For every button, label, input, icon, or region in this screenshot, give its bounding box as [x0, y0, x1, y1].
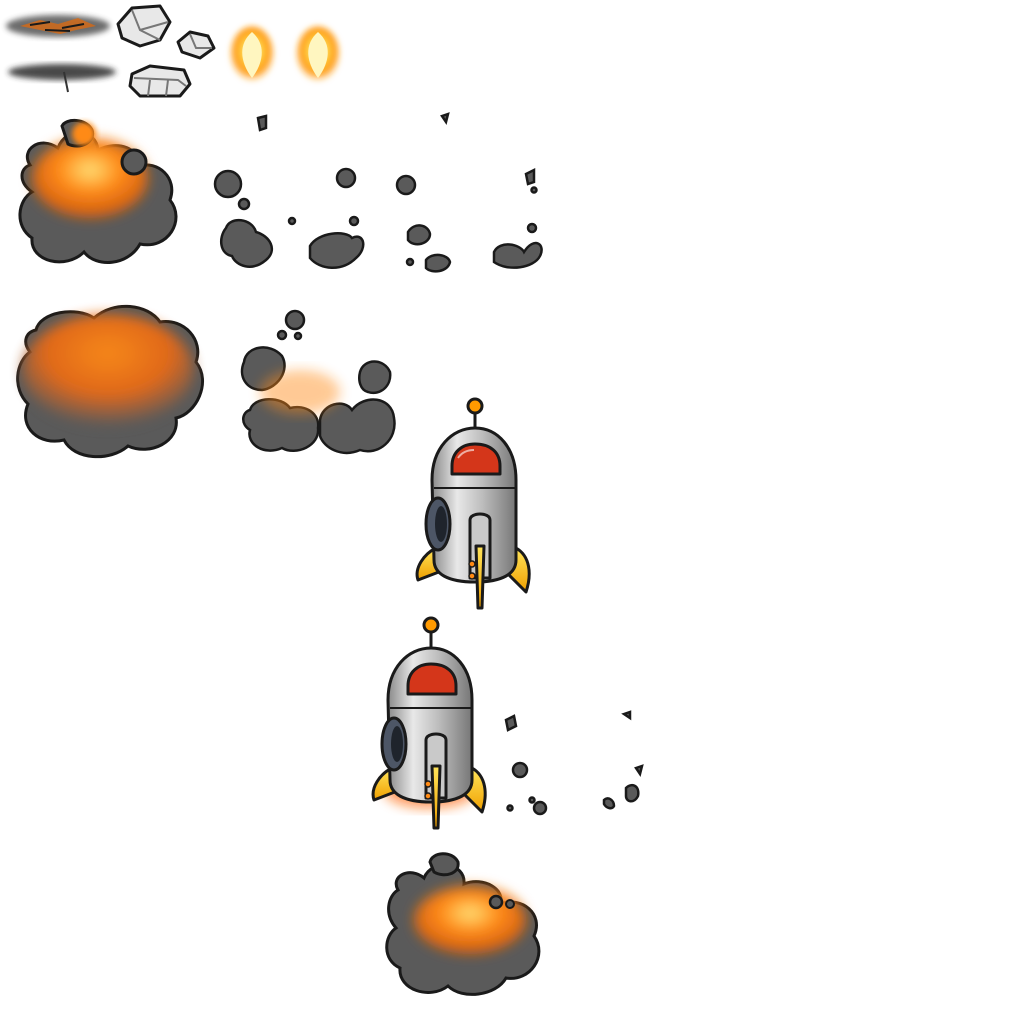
thruster-flame-2 — [296, 26, 340, 82]
rocket-launch — [371, 616, 487, 830]
smoke-dissipate-frames — [213, 112, 543, 273]
rocket-idle — [415, 397, 531, 610]
rock-debris-large — [116, 4, 172, 48]
smoke-ring — [240, 309, 396, 455]
ground-explosion — [385, 852, 541, 996]
fireball-cloud — [16, 304, 205, 459]
rock-debris-flat — [128, 64, 192, 98]
rock-debris-small — [176, 30, 216, 60]
launch-smoke-puffs — [504, 710, 644, 816]
explosion-burst — [18, 119, 178, 264]
ground-shadow — [8, 64, 116, 93]
scorch-mark — [6, 15, 110, 37]
thruster-flame-1 — [230, 26, 274, 82]
